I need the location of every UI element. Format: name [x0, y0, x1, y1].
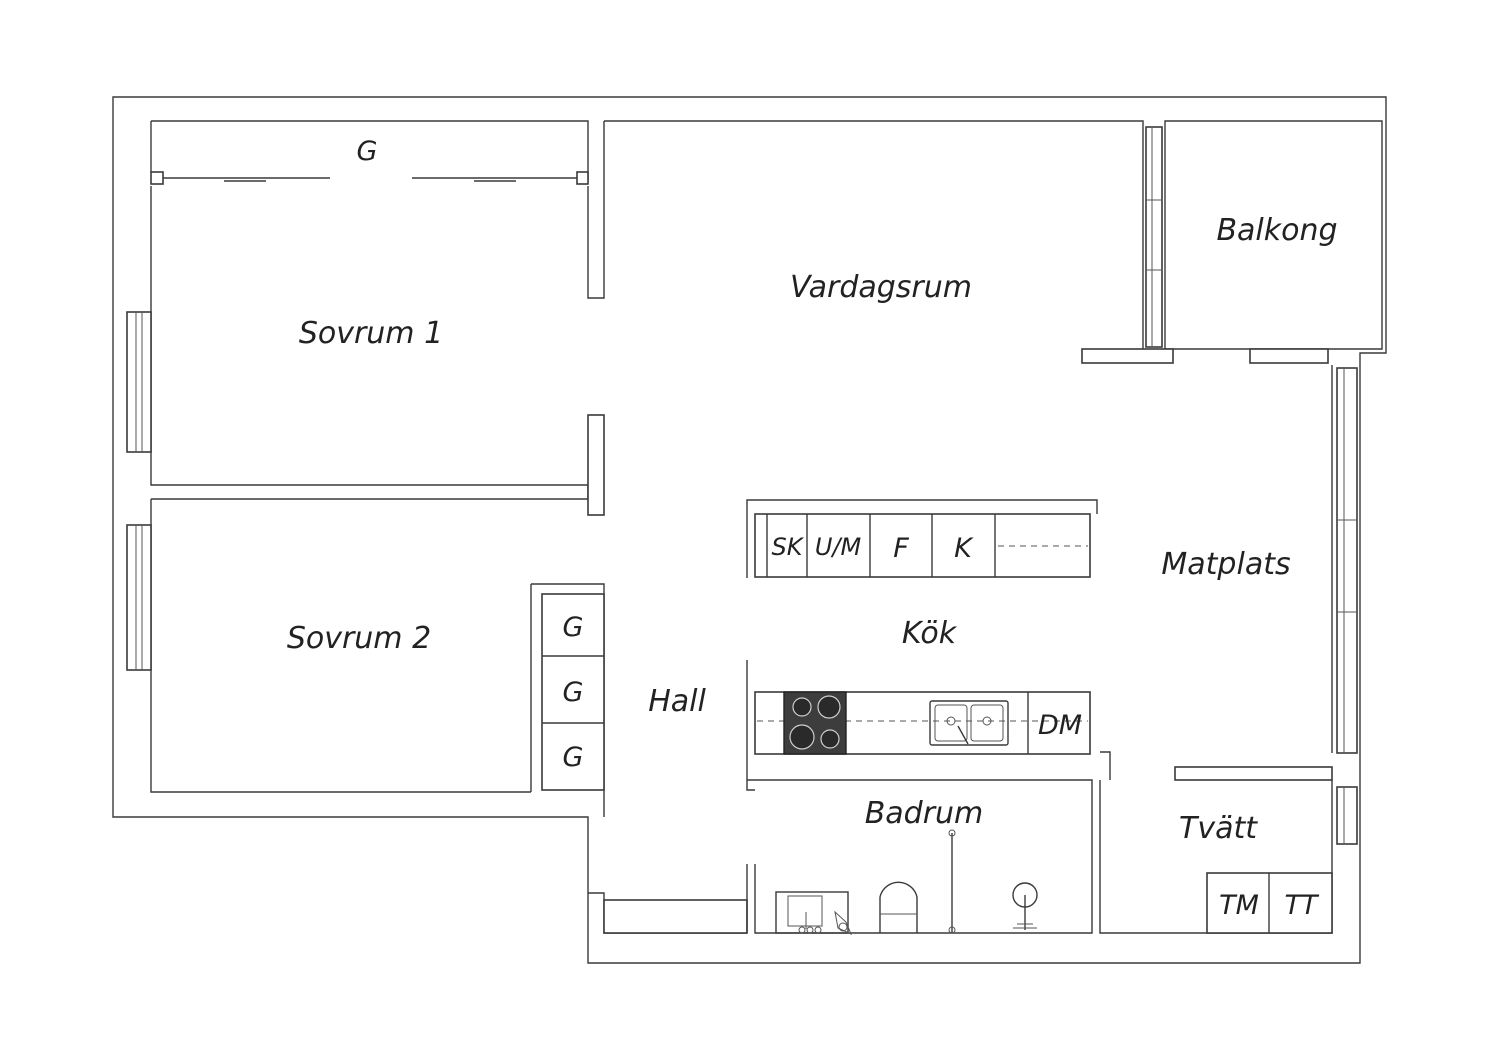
label-washing-machine: TM	[1219, 890, 1259, 921]
shower-head-icon	[1012, 882, 1038, 930]
label-kitchen-um: U/M	[815, 533, 862, 561]
room-label-sovrum1: Sovrum 1	[299, 316, 443, 351]
label-kitchen-sk: SK	[772, 533, 805, 561]
label-wardrobe-hall-3: G	[563, 742, 584, 773]
label-kitchen-k: K	[954, 533, 974, 564]
kitchen-lower-counter	[754, 691, 1091, 755]
label-wardrobe-bedroom1: G	[357, 136, 378, 167]
outer-walls	[112, 96, 1387, 964]
wardrobe-sliding-doors	[150, 171, 589, 185]
room-label-kok: Kök	[902, 616, 958, 651]
shower-icon	[948, 829, 956, 934]
label-wardrobe-hall-1: G	[563, 612, 584, 643]
windows	[126, 126, 1358, 845]
room-label-hall: Hall	[648, 684, 706, 719]
room-label-tvatt: Tvätt	[1179, 811, 1258, 846]
room-label-balkong: Balkong	[1216, 213, 1337, 248]
washbasin-icon	[775, 891, 852, 935]
label-dishwasher: DM	[1038, 710, 1082, 741]
label-tumble-dryer: TT	[1285, 890, 1320, 921]
toilet-icon	[879, 881, 918, 933]
room-label-vardagsrum: Vardagsrum	[790, 270, 972, 305]
bathroom-fixtures	[775, 829, 1038, 935]
stove-icon	[783, 691, 847, 755]
hall-wardrobes	[541, 593, 605, 791]
sink-icon	[929, 700, 1009, 746]
label-kitchen-f: F	[893, 533, 909, 564]
label-wardrobe-hall-2: G	[563, 677, 584, 708]
room-label-sovrum2: Sovrum 2	[287, 621, 431, 656]
kitchen-upper-counter	[746, 499, 1098, 578]
laundry-appliances	[1206, 872, 1333, 934]
room-label-matplats: Matplats	[1161, 547, 1290, 582]
room-label-badrum: Badrum	[865, 796, 984, 831]
